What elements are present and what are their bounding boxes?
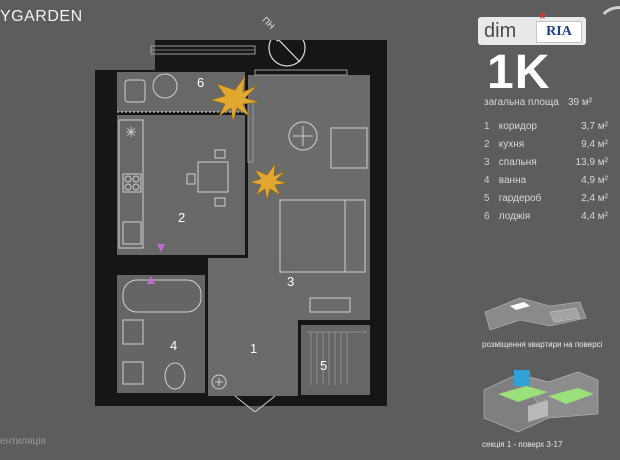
bathroom-floor — [117, 275, 205, 393]
section-3d-map — [483, 370, 599, 433]
plan-label-1: 1 — [250, 341, 258, 356]
wardrobe-floor — [301, 325, 370, 395]
vent-marker — [157, 244, 165, 252]
compass-north-label: ПН — [260, 14, 277, 32]
corridor-floor — [208, 258, 298, 396]
ventilation-legend: ентиляція — [0, 436, 46, 447]
floor-caption: розміщення квартири на поверсі — [482, 340, 603, 349]
room-row: 3 спальня 13,9 м² — [484, 157, 608, 168]
compass-icon — [268, 40, 306, 67]
plan-label-3: 3 — [287, 274, 295, 289]
plan-label-6: 6 — [197, 75, 205, 90]
vent-marker — [147, 276, 155, 284]
apartment-type: 1K — [487, 46, 551, 99]
plan-label-2: 2 — [178, 210, 186, 225]
room-row: 4 ванна 4,9 м² — [484, 175, 608, 186]
corner-arc-icon — [596, 6, 620, 52]
svg-text:✳: ✳ — [125, 125, 137, 141]
logo-dim-text: dim — [484, 20, 517, 42]
floor-plan: ✳ — [95, 40, 387, 412]
total-area-label: загальна площа — [484, 97, 559, 108]
plan-label-5: 5 — [320, 358, 328, 373]
section-caption: секція 1 - поверх 3-17 — [482, 440, 563, 449]
dim-ria-logo: dim ★ RIA — [478, 11, 586, 45]
plan-label-4: 4 — [170, 338, 178, 353]
room-row: 6 лоджія 4,4 м² — [484, 211, 608, 222]
room-row: 2 кухня 9,4 м² — [484, 139, 608, 150]
total-area-value: 39 м² — [568, 97, 593, 108]
brand-name: YGARDEN — [0, 8, 83, 25]
floor-position-map — [484, 297, 587, 331]
room-row: 1 коридор 3,7 м² — [484, 121, 608, 132]
room-row: 5 гардероб 2,4 м² — [484, 193, 608, 204]
logo-ria-text: RIA — [536, 21, 582, 43]
star-icon: ★ — [538, 11, 547, 22]
